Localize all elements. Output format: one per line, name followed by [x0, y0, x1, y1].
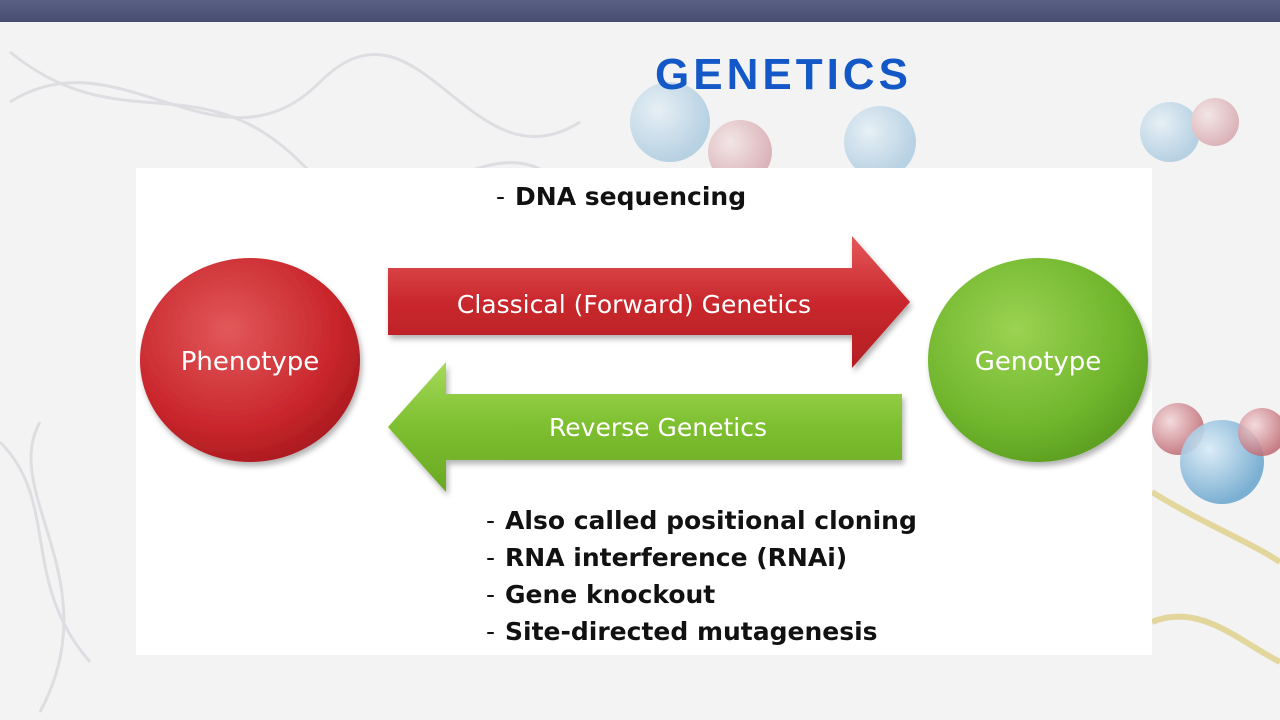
- note-dash: -: [496, 182, 506, 211]
- top-bar: [0, 0, 1280, 22]
- list-item: -Also called positional cloning: [486, 502, 917, 539]
- list-item: -RNA interference (RNAi): [486, 539, 917, 576]
- genetics-diagram: Classical (Forward) Genetics Reverse Gen…: [140, 236, 1148, 492]
- slide-title: GENETICS: [655, 50, 912, 99]
- genotype-node: Genotype: [928, 258, 1148, 462]
- dna-sequencing-note: -DNA sequencing: [496, 182, 746, 211]
- bullet-dash: -: [486, 617, 496, 646]
- forward-arrow-label: Classical (Forward) Genetics: [457, 290, 811, 319]
- list-item-text: Site-directed mutagenesis: [505, 617, 878, 646]
- reverse-genetics-methods-list: -Also called positional cloning -RNA int…: [486, 502, 917, 650]
- bullet-dash: -: [486, 506, 496, 535]
- list-item: -Gene knockout: [486, 576, 917, 613]
- dna-background-art: [0, 50, 1280, 713]
- reverse-genetics-arrow: Reverse Genetics: [388, 362, 902, 492]
- list-item-text: Gene knockout: [505, 580, 716, 609]
- reverse-arrow-label: Reverse Genetics: [549, 413, 767, 442]
- list-item-text: RNA interference (RNAi): [505, 543, 848, 572]
- forward-genetics-arrow: Classical (Forward) Genetics: [388, 236, 910, 368]
- phenotype-label: Phenotype: [181, 347, 320, 377]
- list-item-text: Also called positional cloning: [505, 506, 917, 535]
- bullet-dash: -: [486, 543, 496, 572]
- list-item: -Site-directed mutagenesis: [486, 613, 917, 650]
- phenotype-node: Phenotype: [140, 258, 360, 462]
- bullet-dash: -: [486, 580, 496, 609]
- genotype-label: Genotype: [975, 347, 1102, 377]
- note-text: DNA sequencing: [515, 182, 747, 211]
